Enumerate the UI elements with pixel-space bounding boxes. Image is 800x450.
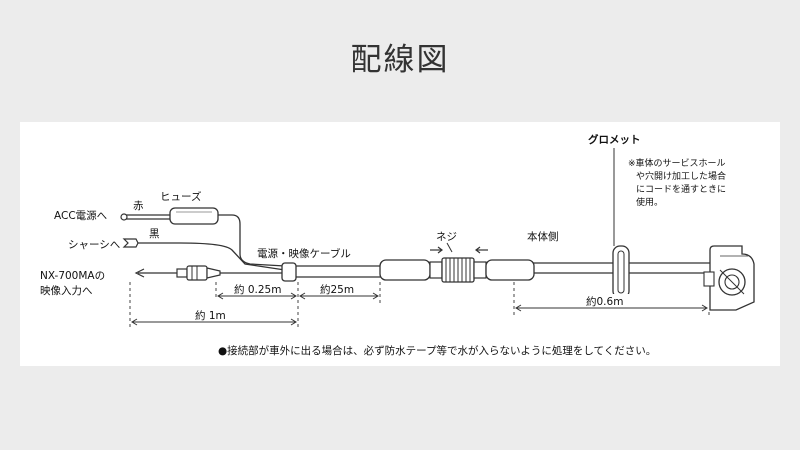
acc-terminal [120,213,128,221]
note-line1: ※車体のサービスホール [628,157,726,169]
nx-input-label-line2: 映像入力へ [40,284,93,297]
right-connector [473,259,535,281]
chassis-label: シャーシへ [68,239,120,251]
left-connector [379,259,443,281]
fuse-label: ヒューズ [160,190,201,203]
fuse-holder [169,207,219,225]
cable-label: 電源・映像ケーブル [257,247,351,260]
dim-25m: 約25m [320,283,354,296]
note-line4: 使用。 [636,196,663,208]
body-side-label: 本体側 [527,230,559,243]
page-title: 配線図 [350,42,450,78]
dimension-lines [129,282,710,330]
nx-input-label-line1: NX-700MAの [40,270,105,282]
red-wire-label: 赤 [133,200,144,212]
dim-025m: 約 0.25m [234,283,281,296]
camera-body [703,245,755,311]
grommet-label: グロメット [588,133,641,146]
dim-06m: 約0.6m [586,295,623,308]
note-line2: や穴開け加工した場合 [636,170,726,182]
warning-note: ●接続部が車外に出る場合は、必ず防水テープ等で水が入らないように処理をしてくださ… [218,344,656,357]
output-arrow [134,268,177,278]
acc-power-label: ACC電源へ [54,209,107,222]
grommet [612,148,630,299]
wiring-diagram: ACC電源へ 赤 ヒューズ シャーシへ 黒 NX-700MAの 映像入力へ 電源… [40,133,755,357]
black-wire-label: 黒 [149,228,160,240]
rca-plug [176,265,221,281]
screw-coupling [441,257,475,283]
screw-arrows [430,242,488,254]
dim-1m: 約 1m [195,309,226,322]
screw-label: ネジ [436,231,457,243]
diagram-panel: ACC電源へ 赤 ヒューズ シャーシへ 黒 NX-700MAの 映像入力へ 電源… [20,122,780,366]
chassis-terminal [122,238,139,248]
note-line3: にコードを通すときに [636,184,726,195]
cable-junction [281,262,297,282]
